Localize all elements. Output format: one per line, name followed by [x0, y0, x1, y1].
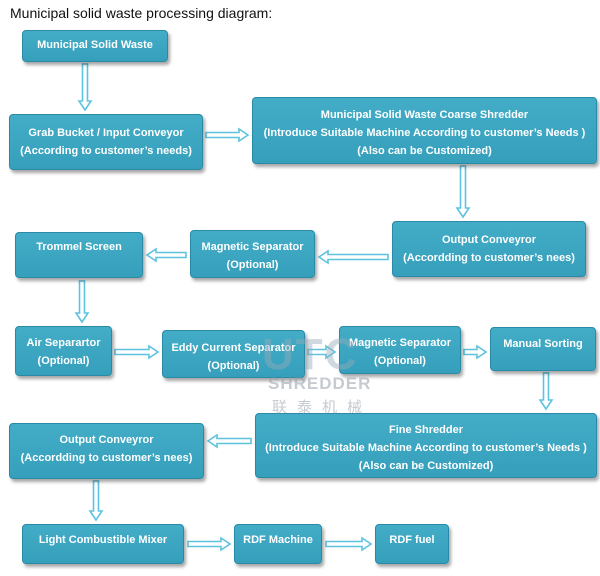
diagram-title: Municipal solid waste processing diagram… — [10, 5, 273, 21]
arrow-coarse-to-output1 — [455, 165, 471, 219]
arrow-rdfmachine-to-rdffuel — [325, 536, 373, 552]
arrow-grab-to-coarse — [205, 127, 250, 143]
node-magnetic-separator-2: Magnetic Separator (Optional) — [339, 326, 461, 374]
node-sublabel: (Optional) — [226, 259, 279, 271]
arrow-msw-to-grab — [77, 63, 93, 112]
node-label: Magnetic Separator — [348, 337, 452, 349]
arrow-fine-to-output2 — [206, 433, 252, 449]
node-grab-bucket: Grab Bucket / Input Conveyor (According … — [9, 114, 203, 170]
node-sublabel: (According to customer’s needs) — [20, 145, 192, 157]
node-sublabel: (Introduce Suitable Machine According to… — [265, 442, 587, 454]
node-sublabel: (Introduce Suitable Machine According to… — [263, 127, 586, 139]
node-sublabel: (Optional) — [37, 355, 90, 367]
node-rdf-machine: RDF Machine — [234, 524, 322, 564]
node-label: RDF fuel — [389, 534, 435, 546]
node-label: RDF Machine — [243, 534, 313, 546]
node-label: Light Combustible Mixer — [38, 534, 168, 546]
node-label: Output Conveyror — [59, 434, 154, 446]
node-rdf-fuel: RDF fuel — [375, 524, 449, 564]
arrow-eddy-to-magnetic2 — [307, 344, 337, 360]
arrow-air-to-eddy — [114, 344, 160, 360]
node-trommel-screen: Trommel Screen — [15, 232, 143, 278]
node-label: Eddy Current Separator — [171, 342, 296, 354]
arrow-magnetic2-to-manual — [463, 344, 488, 360]
node-eddy-current-separator: Eddy Current Separator (Optional) — [162, 330, 305, 378]
arrow-magnetic1-to-trommel — [145, 247, 187, 263]
node-sublabel: (Also can be Customized) — [357, 145, 492, 157]
arrow-mixer-to-rdfmachine — [187, 536, 232, 552]
node-municipal-solid-waste: Municipal Solid Waste — [22, 30, 168, 62]
node-label: Municipal Solid Waste — [37, 39, 153, 51]
node-coarse-shredder: Municipal Solid Waste Coarse Shredder (I… — [252, 97, 597, 164]
node-air-separator: Air Separartor (Optional) — [15, 326, 112, 376]
node-sublabel: (Accordding to customer’s nees) — [20, 452, 193, 464]
arrow-manual-to-fine — [538, 372, 554, 411]
node-sublabel: (Accordding to customer’s nees) — [403, 252, 575, 264]
node-label: Output Conveyror — [441, 234, 537, 246]
arrow-output1-to-magnetic1 — [317, 249, 389, 265]
node-label: Air Separartor — [26, 337, 101, 349]
node-label: Grab Bucket / Input Conveyor — [28, 127, 184, 139]
node-label: Manual Sorting — [503, 338, 583, 350]
node-light-combustible-mixer: Light Combustible Mixer — [22, 524, 184, 564]
node-sublabel: (Also can be Customized) — [358, 460, 494, 472]
node-fine-shredder: Fine Shredder (Introduce Suitable Machin… — [255, 413, 597, 478]
node-output-conveyor-2: Output Conveyror (Accordding to customer… — [9, 423, 204, 479]
node-sublabel: (Optional) — [374, 355, 426, 367]
node-magnetic-separator-1: Magnetic Separator (Optional) — [190, 230, 315, 278]
node-sublabel: (Optional) — [207, 360, 260, 372]
node-output-conveyor-1: Output Conveyror (Accordding to customer… — [392, 221, 586, 277]
node-label: Municipal Solid Waste Coarse Shredder — [320, 109, 529, 121]
node-label: Fine Shredder — [389, 424, 463, 436]
arrow-output2-to-mixer — [88, 480, 104, 522]
arrow-trommel-to-air — [74, 280, 90, 324]
node-label: Trommel Screen — [36, 241, 122, 253]
node-manual-sorting: Manual Sorting — [490, 327, 596, 371]
node-label: Magnetic Separator — [201, 241, 304, 253]
